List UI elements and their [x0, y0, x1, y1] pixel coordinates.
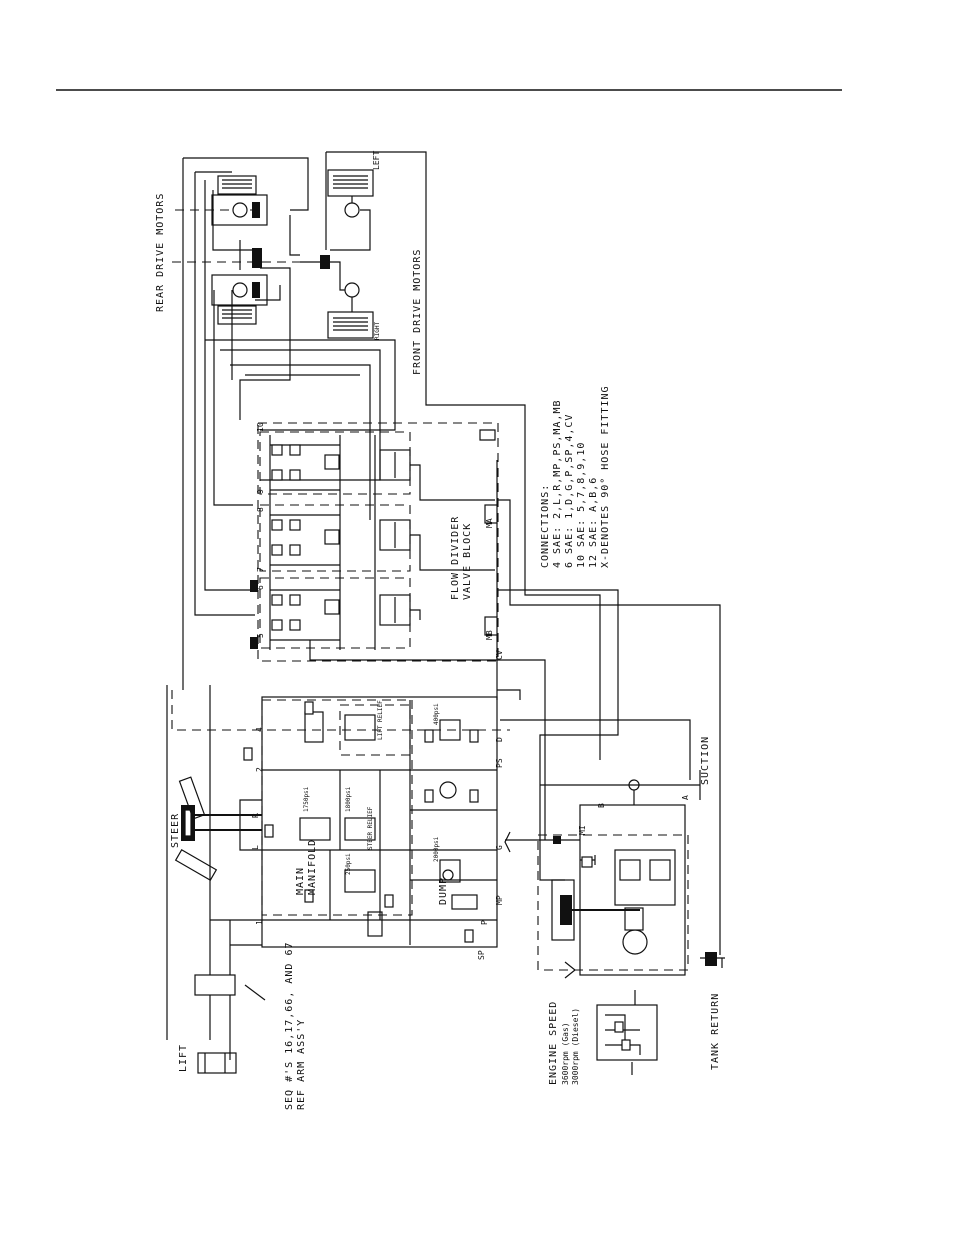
flow-divider-fittings — [271, 444, 301, 631]
port-5-label: 5 — [256, 633, 265, 638]
flow-divider-valve-block: FLOW DIVIDER VALVE BLOCK MA MB CV 10 9 8… — [250, 422, 504, 700]
seq-ref-line-0: SEQ #'S 16,17,66, AND 67 — [284, 942, 295, 1111]
port-mi-label: MI — [578, 825, 587, 835]
flow-divider-label-1: VALVE BLOCK — [462, 523, 473, 600]
rear-drive-motors-label: REAR DRIVE MOTORS — [155, 193, 166, 312]
suction-label: SUCTION — [700, 736, 711, 785]
port-1-label: 1 — [255, 920, 264, 925]
engine-block: ENGINE SPEED 3600rpm (Gas) 3000rpm (Dies… — [548, 990, 658, 1085]
front-drive-motors-group: LEFT RIGHT FRONT DRIVE MOTORS — [300, 151, 601, 760]
seq-ref-line-1: REF ARM ASS'Y — [296, 1019, 307, 1110]
pump-assembly: SUCTION TANK RETURN MI A B — [504, 736, 725, 1070]
port-a-label: A — [681, 795, 690, 800]
steer-cylinder: STEER — [170, 776, 262, 882]
port-7-label: 7 — [256, 567, 265, 572]
pressure-2000: 2000psi — [433, 836, 440, 862]
port-8-label: 8 — [256, 507, 265, 512]
engine-speed-line-2: 3000rpm (Diesel) — [571, 1008, 580, 1085]
dump-label: DUMP — [438, 877, 449, 905]
right-label: RIGHT — [374, 322, 381, 340]
port-10-label: 10 — [256, 422, 265, 432]
port-4-label: 4 — [255, 727, 264, 732]
main-manifold-label-1: MANIFOLD — [307, 839, 318, 895]
port-mb-label: MB — [485, 630, 494, 640]
tank-return-label: TANK RETURN — [710, 993, 721, 1070]
port-l-label: L — [251, 845, 260, 850]
port-g-label: G — [495, 845, 504, 850]
port-2-label: 2 — [255, 767, 264, 772]
connections-notes: CONNECTIONS: 4 SAE: 2,L,R,MP,PS,MA,MB 6 … — [540, 385, 611, 568]
main-manifold-label-0: MAIN — [295, 867, 306, 895]
port-cv-label: CV — [495, 650, 504, 660]
front-drive-motors-label: FRONT DRIVE MOTORS — [412, 249, 423, 375]
rear-drive-motors-group: REAR DRIVE MOTORS — [155, 157, 396, 690]
connections-line-4: 12 SAE: A,B,6 — [588, 477, 599, 568]
port-p-label: P — [480, 920, 489, 925]
connections-line-3: 10 SAE: 5,7,8,9,10 — [576, 442, 587, 568]
port-9-label: 9 — [256, 489, 265, 494]
connections-line-5: X-DENOTES 90° HOSE FITTING — [600, 385, 611, 568]
engine-speed-line-1: 3600rpm (Gas) — [561, 1022, 570, 1085]
main-manifold: MAIN MANIFOLD DUMP STEER RELIEF LIFT REL… — [243, 696, 504, 960]
connections-line-1: 4 SAE: 2,L,R,MP,PS,MA,MB — [552, 400, 563, 569]
flow-divider-label-0: FLOW DIVIDER — [450, 516, 461, 600]
port-d-label: D — [495, 737, 504, 742]
port-ps-label: PS — [495, 758, 504, 768]
port-sp-label: SP — [477, 950, 486, 960]
port-ma-label: MA — [485, 518, 494, 528]
port-mp-label: MP — [495, 895, 504, 905]
pressure-1750: 1750psi — [303, 786, 310, 812]
port-6-label: 6 — [256, 585, 265, 590]
lift-label: LIFT — [178, 1044, 189, 1072]
lift-relief-label: LIFT RELIEF — [377, 700, 384, 740]
left-label: LEFT — [372, 151, 381, 170]
engine-speed-line-0: ENGINE SPEED — [548, 1001, 559, 1085]
steer-relief-label: STEER RELIEF — [367, 806, 374, 850]
connections-line-2: 6 SAE: 1,D,G,P,SP,4,CV — [564, 414, 575, 568]
port-b-label: B — [597, 803, 606, 808]
steer-label: STEER — [170, 813, 181, 848]
pressure-400: 400psi — [433, 703, 440, 725]
pressure-1800: 1800psi — [345, 786, 352, 812]
pressure-250: 250psi — [345, 853, 352, 875]
lift-cylinder: LIFT SEQ #'S 16,17,66, AND 67 REF ARM AS… — [166, 685, 307, 1111]
connections-line-0: CONNECTIONS: — [540, 484, 551, 568]
